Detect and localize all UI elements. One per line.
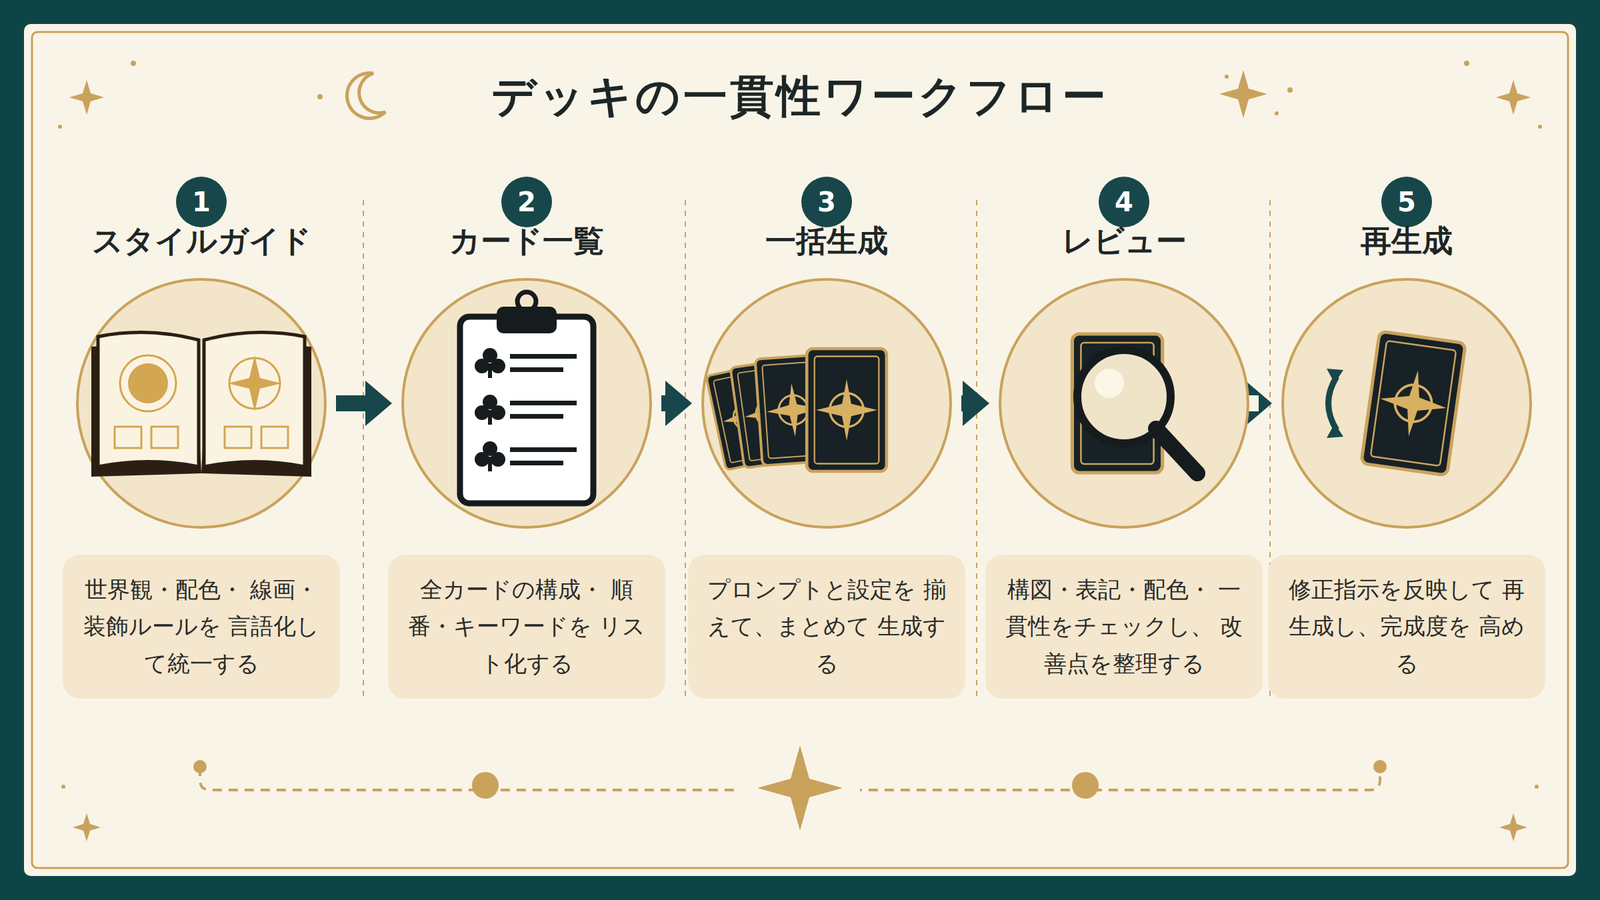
step-circle: 一括生成: [700, 276, 954, 530]
inner-frame: [32, 32, 1568, 868]
step-heading: カード一覧: [449, 220, 604, 262]
flow-arrow: [961, 380, 990, 426]
step-number: 3: [801, 176, 852, 228]
step-description: 構図・表記・配色・ 一貫性をチェックし、 改善点を整理する: [1002, 571, 1246, 682]
step-illustration: [74, 276, 328, 530]
step-description: プロンプトと設定を 揃えて、まとめて 生成する: [705, 571, 948, 682]
step-number: 1: [176, 176, 227, 228]
step-number: 2: [501, 176, 552, 228]
callout-number: 3: [817, 186, 836, 218]
step-circle: スタイルガイド: [74, 276, 328, 530]
step-heading: 一括生成: [765, 220, 888, 262]
step-heading: 再生成: [1360, 220, 1453, 262]
step-illustration: [997, 276, 1251, 530]
callout-number: 2: [517, 186, 536, 218]
callout-number: 1: [192, 186, 211, 218]
step-heading: レビュー: [1062, 220, 1187, 262]
callout-number: 4: [1114, 186, 1134, 218]
diagram-title: デッキの一貫性ワークフロー: [400, 66, 1200, 127]
moon-icon: [346, 73, 386, 119]
description-box: プロンプトと設定を 揃えて、まとめて 生成する: [688, 554, 966, 699]
description-box: 世界観・配色・ 線画・装飾ルールを 言語化して統一する: [62, 554, 340, 699]
flow-arrow: [336, 380, 392, 426]
step-illustration: [1280, 276, 1534, 530]
step-description: 世界観・配色・ 線画・装飾ルールを 言語化して統一する: [80, 571, 323, 682]
step-heading: スタイルガイド: [92, 220, 312, 262]
description-box: 修正指示を反映して 再生成し、完成度を 高める: [1268, 554, 1546, 699]
column-separators: [363, 200, 1270, 700]
step-circle: 再生成: [1280, 276, 1534, 530]
description-box: 全カードの構成・ 順番・キーワードを リスト化する: [388, 554, 666, 699]
step-number: 5: [1381, 176, 1432, 228]
callout-number: 5: [1397, 186, 1416, 218]
step-number: 4: [1098, 176, 1150, 228]
timeline-decoration: [193, 745, 1387, 831]
step-circle: カード一覧: [400, 276, 654, 530]
description-box: 構図・表記・配色・ 一貫性をチェックし、 改善点を整理する: [985, 554, 1263, 699]
flow-arrow: [661, 380, 692, 426]
step-illustration: [400, 276, 654, 530]
step-description: 全カードの構成・ 順番・キーワードを リスト化する: [405, 571, 648, 682]
sparkles: [58, 60, 1542, 842]
step-illustration: [700, 276, 954, 530]
step-circle: レビュー: [997, 276, 1251, 530]
step-description: 修正指示を反映して 再生成し、完成度を 高める: [1285, 571, 1528, 682]
